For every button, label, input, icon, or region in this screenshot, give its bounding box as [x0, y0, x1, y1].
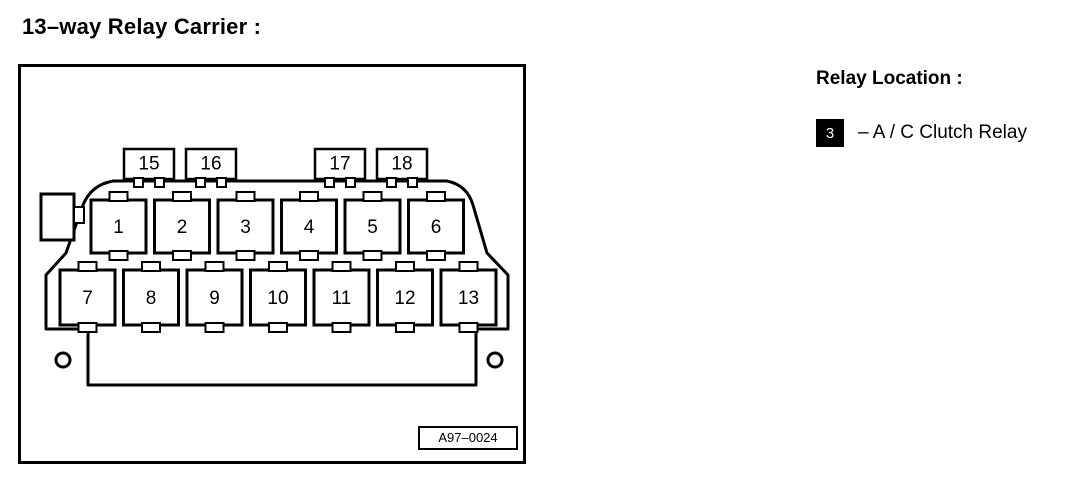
- relay-position-1: 1: [89, 191, 148, 261]
- relay-position-13: 13: [439, 261, 498, 333]
- relay-12-body: [376, 268, 434, 327]
- relay-position-6: 6: [407, 191, 465, 261]
- relay-position-16: 16: [184, 147, 238, 188]
- relay-5-pin-top: [362, 191, 383, 202]
- relay-location-heading: Relay Location :: [816, 68, 963, 89]
- relay-3-body: [216, 198, 275, 255]
- relay-position-4: 4: [280, 191, 338, 261]
- relay-8-label: 8: [146, 288, 157, 309]
- relay-16-label: 16: [200, 154, 221, 175]
- relay-position-15: 15: [122, 147, 176, 188]
- relay-1-pin-top: [108, 191, 129, 202]
- relay-6-pin-bottom: [426, 250, 446, 261]
- relay-position-12: 12: [376, 261, 434, 333]
- mounting-hole-left: [54, 351, 72, 369]
- relay-13-label: 13: [458, 288, 479, 309]
- legend-badge: 3: [816, 119, 844, 147]
- relay-2-label: 2: [177, 217, 188, 238]
- relay-6-body: [407, 198, 465, 255]
- relay-13-pin-top: [458, 261, 479, 272]
- side-connector-tab: [73, 206, 85, 224]
- relay-18-label: 18: [391, 154, 412, 175]
- relay-17-label: 17: [329, 154, 350, 175]
- relay-15-pin-right: [154, 177, 165, 188]
- relay-16-body: [184, 147, 238, 181]
- mounting-hole-right: [486, 351, 504, 369]
- relay-position-9: 9: [185, 261, 244, 333]
- relay-position-10: 10: [249, 261, 307, 333]
- relay-position-5: 5: [343, 191, 402, 261]
- relay-13-pin-bottom: [458, 322, 479, 333]
- relay-6-pin-top: [426, 191, 446, 202]
- relay-position-2: 2: [153, 191, 211, 261]
- relay-15-body: [122, 147, 176, 181]
- relay-9-pin-bottom: [204, 322, 225, 333]
- relay-12-pin-top: [395, 261, 415, 272]
- relay-8-pin-bottom: [141, 322, 161, 333]
- relay-18-pin-left: [386, 177, 397, 188]
- relay-2-pin-bottom: [172, 250, 192, 261]
- relay-6-label: 6: [431, 217, 442, 238]
- relay-position-18: 18: [375, 147, 429, 188]
- relay-4-body: [280, 198, 338, 255]
- figure-id: A97–0024: [418, 426, 518, 450]
- relay-15-label: 15: [138, 154, 159, 175]
- relay-12-label: 12: [394, 288, 415, 309]
- relay-11-pin-top: [331, 261, 352, 272]
- relay-3-pin-bottom: [235, 250, 256, 261]
- relay-4-pin-top: [299, 191, 319, 202]
- relay-4-pin-bottom: [299, 250, 319, 261]
- relay-position-17: 17: [313, 147, 367, 188]
- relay-13-body: [439, 268, 498, 327]
- relay-position-8: 8: [122, 261, 180, 333]
- relay-17-pin-right: [345, 177, 356, 188]
- relay-10-pin-bottom: [268, 322, 288, 333]
- relay-15-pin-left: [133, 177, 144, 188]
- relay-7-pin-top: [77, 261, 98, 272]
- side-connector: [39, 192, 76, 242]
- relay-16-pin-right: [216, 177, 227, 188]
- relay-10-label: 10: [267, 288, 288, 309]
- relay-9-label: 9: [209, 288, 220, 309]
- legend-item-ac-clutch-relay: 3 – A / C Clutch Relay: [816, 119, 1027, 147]
- relay-1-pin-bottom: [108, 250, 129, 261]
- relay-3-pin-top: [235, 191, 256, 202]
- legend-text: – A / C Clutch Relay: [858, 122, 1027, 143]
- relay-2-pin-top: [172, 191, 192, 202]
- relay-position-3: 3: [216, 191, 275, 261]
- relay-16-pin-left: [195, 177, 206, 188]
- relay-18-pin-right: [407, 177, 418, 188]
- relay-position-11: 11: [312, 261, 371, 333]
- relay-7-label: 7: [82, 288, 93, 309]
- relay-4-label: 4: [304, 217, 315, 238]
- relay-1-body: [89, 198, 148, 255]
- relay-17-pin-left: [324, 177, 335, 188]
- page-title: 13–way Relay Carrier :: [22, 14, 262, 39]
- relay-18-body: [375, 147, 429, 181]
- relay-17-body: [313, 147, 367, 181]
- relay-11-label: 11: [332, 288, 352, 309]
- relay-11-body: [312, 268, 371, 327]
- relay-1-label: 1: [113, 217, 124, 238]
- relay-10-pin-top: [268, 261, 288, 272]
- relay-5-label: 5: [367, 217, 378, 238]
- relay-9-pin-top: [204, 261, 225, 272]
- relay-7-pin-bottom: [77, 322, 98, 333]
- relay-11-pin-bottom: [331, 322, 352, 333]
- relay-12-pin-bottom: [395, 322, 415, 333]
- relay-position-7: 7: [58, 261, 117, 333]
- relay-3-label: 3: [240, 217, 251, 238]
- relay-8-pin-top: [141, 261, 161, 272]
- relay-5-pin-bottom: [362, 250, 383, 261]
